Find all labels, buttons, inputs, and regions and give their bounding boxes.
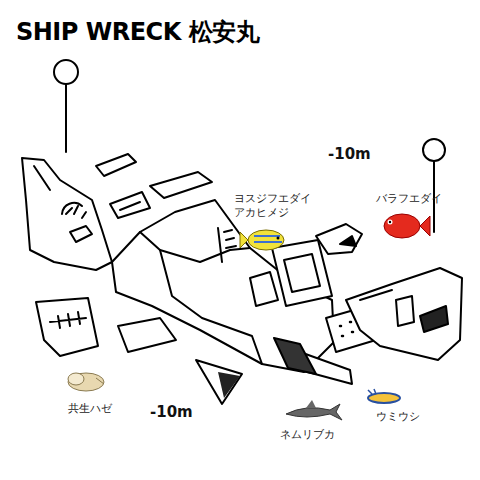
bow-detail xyxy=(34,166,86,218)
depth-label: -10m xyxy=(150,404,193,421)
species-label: バラフエダイ xyxy=(376,192,442,205)
debris xyxy=(274,338,316,374)
debris xyxy=(36,298,98,356)
yellow-fish xyxy=(240,230,284,250)
depth-label: -10m xyxy=(328,146,371,163)
stern-window xyxy=(420,306,448,332)
debris xyxy=(118,318,176,352)
debris xyxy=(196,360,242,404)
deck-plate xyxy=(150,172,212,198)
bridge-window xyxy=(284,254,320,292)
funnel xyxy=(316,224,362,254)
funnel-opening xyxy=(340,236,356,246)
stern-section xyxy=(346,268,462,360)
hull-line xyxy=(120,202,140,210)
species-label: ネムリブカ xyxy=(280,428,335,441)
debris-detail xyxy=(50,312,86,328)
debris xyxy=(70,226,92,242)
hull-line xyxy=(360,290,392,300)
buoy-line xyxy=(65,84,67,152)
nudibranch xyxy=(368,389,400,403)
bridge-door xyxy=(250,272,278,306)
species-label: ヨスジフエダイ xyxy=(234,192,311,205)
species-label: ウミウシ xyxy=(376,410,420,423)
map-title: SHIP WRECK 松安丸 xyxy=(16,18,259,46)
debris xyxy=(96,154,136,176)
species-label: アカヒメジ xyxy=(234,206,289,219)
ladder xyxy=(218,228,236,262)
bow-section xyxy=(22,158,112,270)
hull-line xyxy=(160,250,262,364)
red-fish xyxy=(384,214,430,238)
bridge xyxy=(272,240,332,306)
species-label: 共生ハゼ xyxy=(68,402,112,415)
buoy xyxy=(423,139,445,161)
buoy xyxy=(54,60,78,84)
debris-shadow xyxy=(218,372,240,398)
goby-shell xyxy=(68,373,104,391)
shark xyxy=(286,400,342,420)
deck-plate xyxy=(110,192,150,218)
stern-door xyxy=(396,296,414,326)
